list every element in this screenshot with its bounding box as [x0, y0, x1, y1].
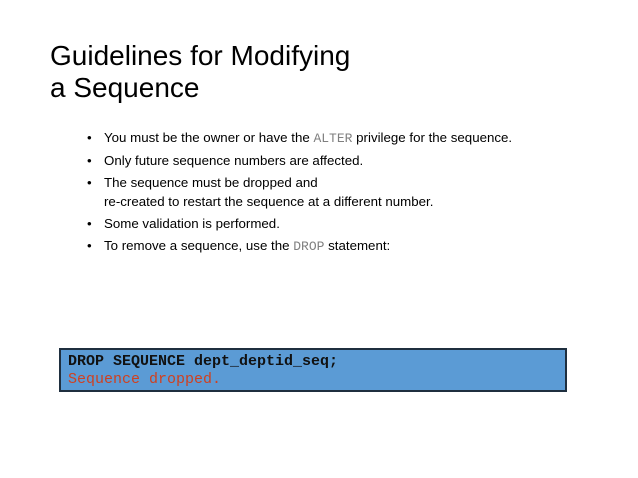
- bullet-text: You must be the owner or have the: [104, 130, 314, 145]
- bullet-dot-icon: •: [87, 238, 92, 253]
- bullet-item-validation: • Some validation is performed.: [84, 214, 512, 233]
- title-line-2: a Sequence: [50, 72, 200, 103]
- bullet-dot-icon: •: [87, 216, 92, 231]
- bullet-text: Some validation is performed.: [104, 216, 280, 231]
- slide-title: Guidelines for Modifying a Sequence: [50, 40, 350, 104]
- bullet-list: • You must be the owner or have the ALTE…: [84, 128, 512, 259]
- bullet-text: To remove a sequence, use the: [104, 238, 294, 253]
- bullet-dot-icon: •: [87, 153, 92, 168]
- bullet-text: statement:: [324, 238, 391, 253]
- code-command: DROP SEQUENCE dept_deptid_seq;: [68, 353, 339, 370]
- bullet-item-future-numbers: • Only future sequence numbers are affec…: [84, 151, 512, 170]
- bullet-text: re-created to restart the sequence at a …: [104, 194, 434, 209]
- title-line-1: Guidelines for Modifying: [50, 40, 351, 71]
- code-example-box: DROP SEQUENCE dept_deptid_seq; Sequence …: [59, 348, 567, 392]
- bullet-dot-icon: •: [87, 130, 92, 145]
- bullet-item-owner-privilege: • You must be the owner or have the ALTE…: [84, 128, 512, 148]
- code-result: Sequence dropped.: [68, 371, 222, 388]
- bullet-text: Only future sequence numbers are affecte…: [104, 153, 364, 168]
- inline-code-drop: DROP: [293, 239, 325, 254]
- bullet-item-drop-statement: • To remove a sequence, use the DROP sta…: [84, 236, 512, 256]
- bullet-text: privilege for the sequence.: [352, 130, 513, 145]
- bullet-item-drop-recreate: • The sequence must be dropped and re-cr…: [84, 173, 512, 211]
- inline-code-alter: ALTER: [313, 131, 353, 146]
- bullet-text: The sequence must be dropped and: [104, 175, 318, 190]
- bullet-dot-icon: •: [87, 175, 92, 190]
